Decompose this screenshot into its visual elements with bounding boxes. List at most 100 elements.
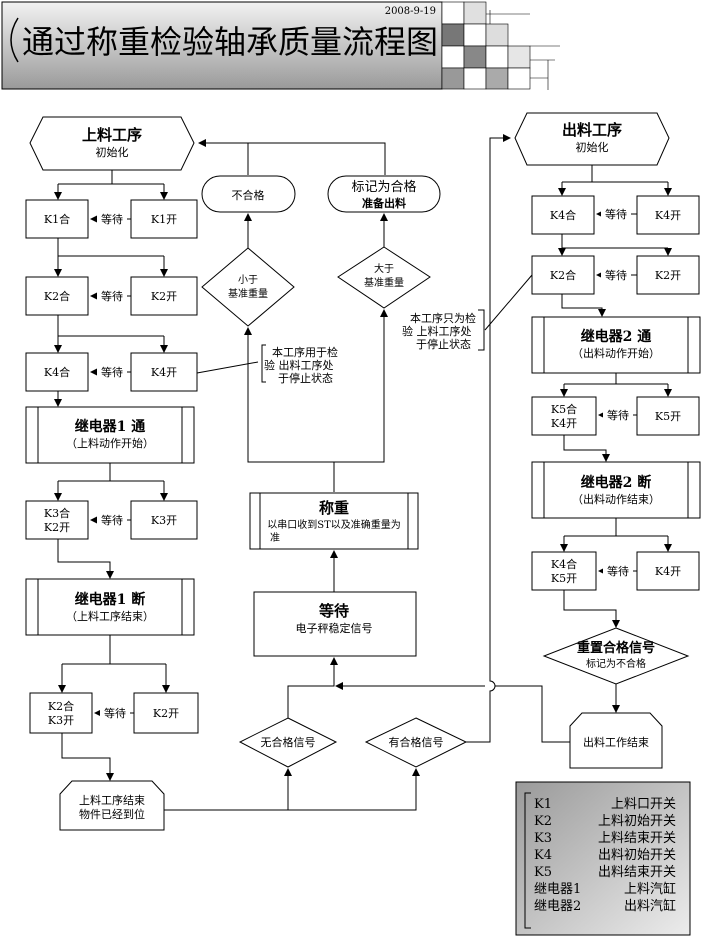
right-k5k4-line1: K5合 <box>551 402 577 416</box>
less-line1: 小于 <box>238 274 258 286</box>
left-note-line2: 验 出料工序处 <box>264 358 334 372</box>
left-k1-off-box <box>130 199 198 239</box>
right-k5-off-box <box>636 396 700 436</box>
pass-terminator <box>327 175 441 213</box>
right-wait-4: 等待 <box>607 564 629 578</box>
right-k2-on: K2合 <box>550 268 576 282</box>
page-title: 通过称重检验轴承质量流程图 <box>22 23 438 61</box>
reset-title: 重置合格信号 <box>577 640 655 656</box>
left-relay1-on-sub: （上料动作开始） <box>66 436 154 450</box>
greater-line2: 基准重量 <box>364 276 404 289</box>
legend-key-0: K1 <box>534 797 552 812</box>
header-decoration <box>441 1 560 90</box>
right-relay2-off-title: 继电器2 断 <box>581 474 652 491</box>
fail-label: 不合格 <box>232 188 265 202</box>
weigh-box <box>249 492 419 550</box>
legend-value-0: 上料口开关 <box>611 797 676 812</box>
legend-value-1: 上料初始开关 <box>598 814 676 829</box>
right-relay2-on-box <box>531 316 701 374</box>
wait-stable-title: 等待 <box>319 602 349 620</box>
right-start-node <box>514 112 670 166</box>
has-pass-diamond <box>364 717 468 768</box>
left-k1-on-box <box>25 199 89 239</box>
legend-key-4: K5 <box>534 865 552 880</box>
right-relay2-on-title: 继电器2 通 <box>581 328 652 345</box>
left-process: 上料工序 初始化 K1合 K1开 等待 K2合 K2开 等待 K4合 K4开 <box>25 116 338 831</box>
legend-key-2: K3 <box>534 831 552 846</box>
left-k3k2-box <box>25 500 89 540</box>
right-k4-off-b-box <box>636 551 700 591</box>
reset-sub: 标记为不合格 <box>586 657 646 670</box>
left-k2-off-b: K2开 <box>153 707 179 720</box>
legend-key-3: K4 <box>534 848 552 863</box>
left-k2-on-box <box>25 276 89 316</box>
legend-value-5: 上料汽缸 <box>624 881 676 897</box>
greater-diamond <box>337 246 431 309</box>
legend-key-6: 继电器2 <box>534 899 581 914</box>
right-k4k5-line2: K5开 <box>551 572 577 585</box>
middle-process: 不合格 标记为合格 准备出料 小于 基准重量 大于 基准重量 称重 以串口收到S… <box>164 134 570 811</box>
left-k3k2-line1: K3合 <box>44 506 70 520</box>
header-banner <box>1 1 443 90</box>
left-k1-off: K1开 <box>151 213 177 226</box>
right-k5k4-box <box>531 396 597 436</box>
legend-box <box>515 781 691 936</box>
left-relay1-off-box <box>25 578 195 636</box>
right-process: 出料工序 初始化 K4合 K4开 等待 K2合 K2开 等待 本工序只为检 验 … <box>402 112 701 769</box>
weigh-title: 称重 <box>319 499 349 517</box>
right-k4k5-line1: K4合 <box>551 557 577 571</box>
left-end-node <box>59 780 165 831</box>
header-date: 2008-9-19 <box>385 6 436 17</box>
weigh-line1: 以串口收到ST以及准确重量为 <box>267 518 401 531</box>
left-wait-4: 等待 <box>101 513 123 527</box>
left-note-line1: 本工序用于检 <box>272 345 338 359</box>
legend-value-2: 上料结束开关 <box>598 831 676 846</box>
less-diamond <box>201 247 295 327</box>
right-k4-off: K4开 <box>655 209 681 222</box>
legend-value-4: 出料结束开关 <box>598 865 676 880</box>
has-pass-signal: 有合格信号 <box>389 735 444 749</box>
left-k2k3-line1: K2合 <box>48 699 74 713</box>
pass-line1: 标记为合格 <box>351 179 416 195</box>
right-k4-off-b: K4开 <box>655 565 681 578</box>
right-relay2-on-sub: （出料动作开始） <box>572 346 660 360</box>
left-k3k2-line2: K2开 <box>44 521 70 534</box>
right-k5-off: K5开 <box>655 410 681 423</box>
left-wait-1: 等待 <box>101 212 123 226</box>
left-k2-on: K2合 <box>44 289 70 303</box>
reset-diamond <box>542 627 690 685</box>
left-relay1-off-sub: （上料工序结束） <box>66 609 154 623</box>
left-k4-off: K4开 <box>151 366 177 379</box>
right-wait-1: 等待 <box>605 207 627 221</box>
left-k2k3-line2: K3开 <box>48 714 74 727</box>
pass-line2: 准备出料 <box>362 196 406 210</box>
right-note-line1: 本工序只为检 <box>410 311 476 325</box>
legend: K1 上料口开关 K2 上料初始开关 K3 上料结束开关 K4 出料初始开关 K… <box>515 781 691 936</box>
right-k4-on: K4合 <box>550 208 576 222</box>
right-k5k4-line2: K4开 <box>551 417 577 430</box>
no-pass-signal: 无合格信号 <box>261 735 316 749</box>
left-k4-on-box <box>25 352 89 392</box>
right-k4k5-box <box>531 551 597 591</box>
header-bracket <box>10 17 19 63</box>
left-end-line2: 物件已经到位 <box>79 807 145 821</box>
legend-key-5: 继电器1 <box>534 882 581 897</box>
right-wait-3: 等待 <box>607 408 629 422</box>
right-k2-off: K2开 <box>655 269 681 282</box>
left-start-sub: 初始化 <box>96 145 129 159</box>
right-start-title: 出料工序 <box>562 121 622 139</box>
left-note-line3: 于停止状态 <box>278 371 333 385</box>
fail-terminator <box>201 175 296 213</box>
right-k4-on-box <box>531 195 595 235</box>
left-relay1-on-box <box>25 406 195 464</box>
right-k4-off-box <box>636 195 700 235</box>
less-line2: 基准重量 <box>228 287 268 300</box>
right-note-line3: 于停止状态 <box>416 337 471 351</box>
left-wait-3: 等待 <box>101 365 123 379</box>
wait-stable-box <box>253 591 417 657</box>
no-pass-diamond <box>238 717 338 768</box>
left-k2-off: K2开 <box>151 290 177 303</box>
left-k4-on: K4合 <box>44 365 70 379</box>
right-note-line2: 验 上料工序处 <box>402 324 472 338</box>
